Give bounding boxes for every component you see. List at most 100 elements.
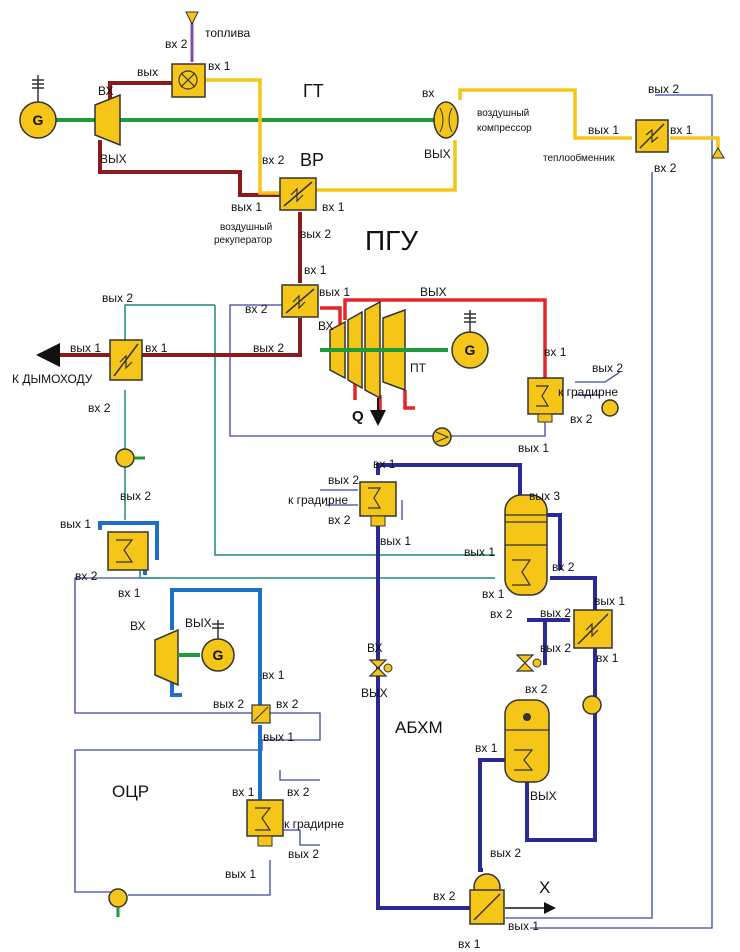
port-tower-in2: вх 2 bbox=[328, 513, 351, 527]
steam-turbine bbox=[320, 300, 448, 400]
generator-st: G bbox=[451, 310, 489, 369]
port-bhx-in2: вх 2 bbox=[433, 889, 456, 903]
fuel-inlet-icon bbox=[185, 11, 199, 26]
port-gen-vx2: вх 2 bbox=[552, 560, 575, 574]
label-to-chimney: К ДЫМОХОДУ bbox=[12, 372, 93, 386]
port-tower-out2: вых 2 bbox=[328, 473, 359, 487]
orc-lines bbox=[98, 521, 262, 800]
port-combustion-in2: вх 2 bbox=[165, 37, 188, 51]
port-gen-out1: вых 1 bbox=[464, 545, 495, 559]
port-chimney-out1: вых 1 bbox=[70, 341, 101, 355]
port-evap-in2: вх 2 bbox=[525, 682, 548, 696]
port-tower-in1: вх 1 bbox=[373, 457, 396, 471]
tower-cooler-upper bbox=[359, 481, 397, 527]
port-cond-in1: вх 1 bbox=[544, 345, 567, 359]
valve-right bbox=[515, 654, 542, 672]
port-tower-out1: вых 1 bbox=[380, 534, 411, 548]
pump-tower bbox=[601, 399, 619, 417]
port-orc-cond-out2: вых 2 bbox=[288, 847, 319, 861]
port-hx-top-in1: вх 1 bbox=[670, 123, 693, 137]
port-hx-top-in2: вх 2 bbox=[654, 161, 677, 175]
section-ocr: ОЦР bbox=[112, 782, 149, 801]
label-heat-q: Q bbox=[352, 408, 364, 425]
port-orc-cond-in1: вх 1 bbox=[232, 785, 255, 799]
port-bhx-out2: вых 2 bbox=[490, 846, 521, 860]
port-orc-evap-in1: вх 1 bbox=[118, 586, 141, 600]
port-orc-turbine-out: ВЫХ bbox=[185, 616, 212, 630]
port-hx-top-out2: вых 2 bbox=[648, 82, 679, 96]
port-combustion-in1: вх 1 bbox=[208, 59, 231, 73]
orc-turbine bbox=[154, 628, 179, 687]
condenser-st bbox=[527, 377, 564, 423]
generator-gt: G bbox=[19, 75, 57, 139]
port-orc-recup-in1: вх 1 bbox=[262, 668, 285, 682]
label-fuel: топлива bbox=[205, 26, 250, 40]
port-evap-out: ВЫХ bbox=[530, 789, 557, 803]
port-compressor-out: ВЫХ bbox=[424, 147, 451, 161]
port-vr-out2: вых 2 bbox=[300, 227, 331, 241]
label-steam-turbine: ПТ bbox=[410, 361, 427, 375]
port-compressor-in: вх bbox=[422, 86, 434, 100]
port-shx-out2: вых 2 bbox=[540, 641, 571, 655]
air-compressor bbox=[433, 101, 459, 139]
gas-turbine bbox=[94, 93, 121, 147]
port-orc-turbine-in: ВХ bbox=[130, 619, 145, 633]
heat-exchanger-top bbox=[635, 119, 669, 153]
port-orc-cond-in2: вх 2 bbox=[287, 785, 310, 799]
hrsg-exchanger bbox=[281, 284, 319, 318]
port-steam-in: ВХ bbox=[318, 319, 333, 333]
labels: ГТ ВР ПГУ АБХМ ОЦР топлива вх 2 вх 1 вых… bbox=[12, 26, 693, 951]
port-orc-evap-out1: вых 1 bbox=[60, 517, 91, 531]
label-to-tower-2: к градирне bbox=[288, 493, 348, 507]
port-hx-top-out1: вых 1 bbox=[588, 123, 619, 137]
abhm-solution-hx bbox=[573, 609, 613, 649]
label-compressor-2: компрессор bbox=[477, 123, 532, 134]
port-steam-out: ВЫХ bbox=[420, 285, 447, 299]
port-shx-in1: вх 1 bbox=[596, 651, 619, 665]
air-inlet-icon bbox=[711, 147, 725, 159]
section-abhm: АБХМ bbox=[395, 718, 443, 737]
port-hrsg-out2: вых 2 bbox=[253, 341, 284, 355]
svg-text:G: G bbox=[465, 342, 476, 358]
port-hrsg-out1: вых 1 bbox=[319, 285, 350, 299]
port-gen-out2: вых 2 bbox=[540, 606, 571, 620]
label-compressor-1: воздушный bbox=[477, 108, 529, 119]
port-gen-in2: вх 2 bbox=[490, 607, 513, 621]
port-vr-out1: вых 1 bbox=[231, 200, 262, 214]
port-gen-in1: вх 1 bbox=[482, 587, 505, 601]
port-bhx-out1: вых 1 bbox=[508, 919, 539, 933]
pump-abhm bbox=[582, 695, 602, 715]
port-water-out2: вых 2 bbox=[120, 489, 151, 503]
port-cond-out2: вых 2 bbox=[592, 361, 623, 375]
port-bhx-in1: вх 1 bbox=[458, 937, 481, 951]
label-recuperator-2: рекуператор bbox=[214, 235, 273, 246]
label-to-tower-3: к градирне bbox=[284, 817, 344, 831]
port-shx-out1: вых 1 bbox=[594, 594, 625, 608]
port-orc-recup-out1: вых 1 bbox=[263, 730, 294, 744]
label-to-tower-1: к градирне bbox=[558, 385, 618, 399]
chimney-exchanger bbox=[109, 339, 143, 381]
port-chimney-in2: вх 2 bbox=[88, 401, 111, 415]
pump-water bbox=[115, 448, 145, 468]
abhm-bottom-hx bbox=[469, 873, 505, 925]
svg-text:G: G bbox=[33, 112, 44, 128]
port-evap-in1: вх 1 bbox=[475, 741, 498, 755]
label-cold-x: Х bbox=[539, 878, 550, 897]
port-hrsg-in2: вх 2 bbox=[245, 302, 268, 316]
port-chimney-out2: вых 2 bbox=[102, 291, 133, 305]
port-vr-in1: вх 1 bbox=[322, 200, 345, 214]
valve-left bbox=[368, 659, 393, 677]
port-orc-cond-out1: вых 1 bbox=[225, 867, 256, 881]
air-recuperator bbox=[279, 177, 317, 211]
orc-condenser bbox=[246, 799, 284, 847]
port-hrsg-in1: вх 1 bbox=[304, 263, 327, 277]
port-valve-out: ВЫХ bbox=[361, 686, 388, 700]
port-turbine-in: ВХ bbox=[98, 84, 113, 98]
port-chimney-in1: вх 1 bbox=[145, 341, 168, 355]
port-turbine-out: ВЫХ bbox=[100, 152, 127, 166]
port-orc-recup-out2: вых 2 bbox=[213, 697, 244, 711]
orc-evaporator bbox=[107, 531, 149, 571]
port-cond-out1: вых 1 bbox=[518, 441, 549, 455]
section-pgu: ПГУ bbox=[365, 225, 418, 256]
